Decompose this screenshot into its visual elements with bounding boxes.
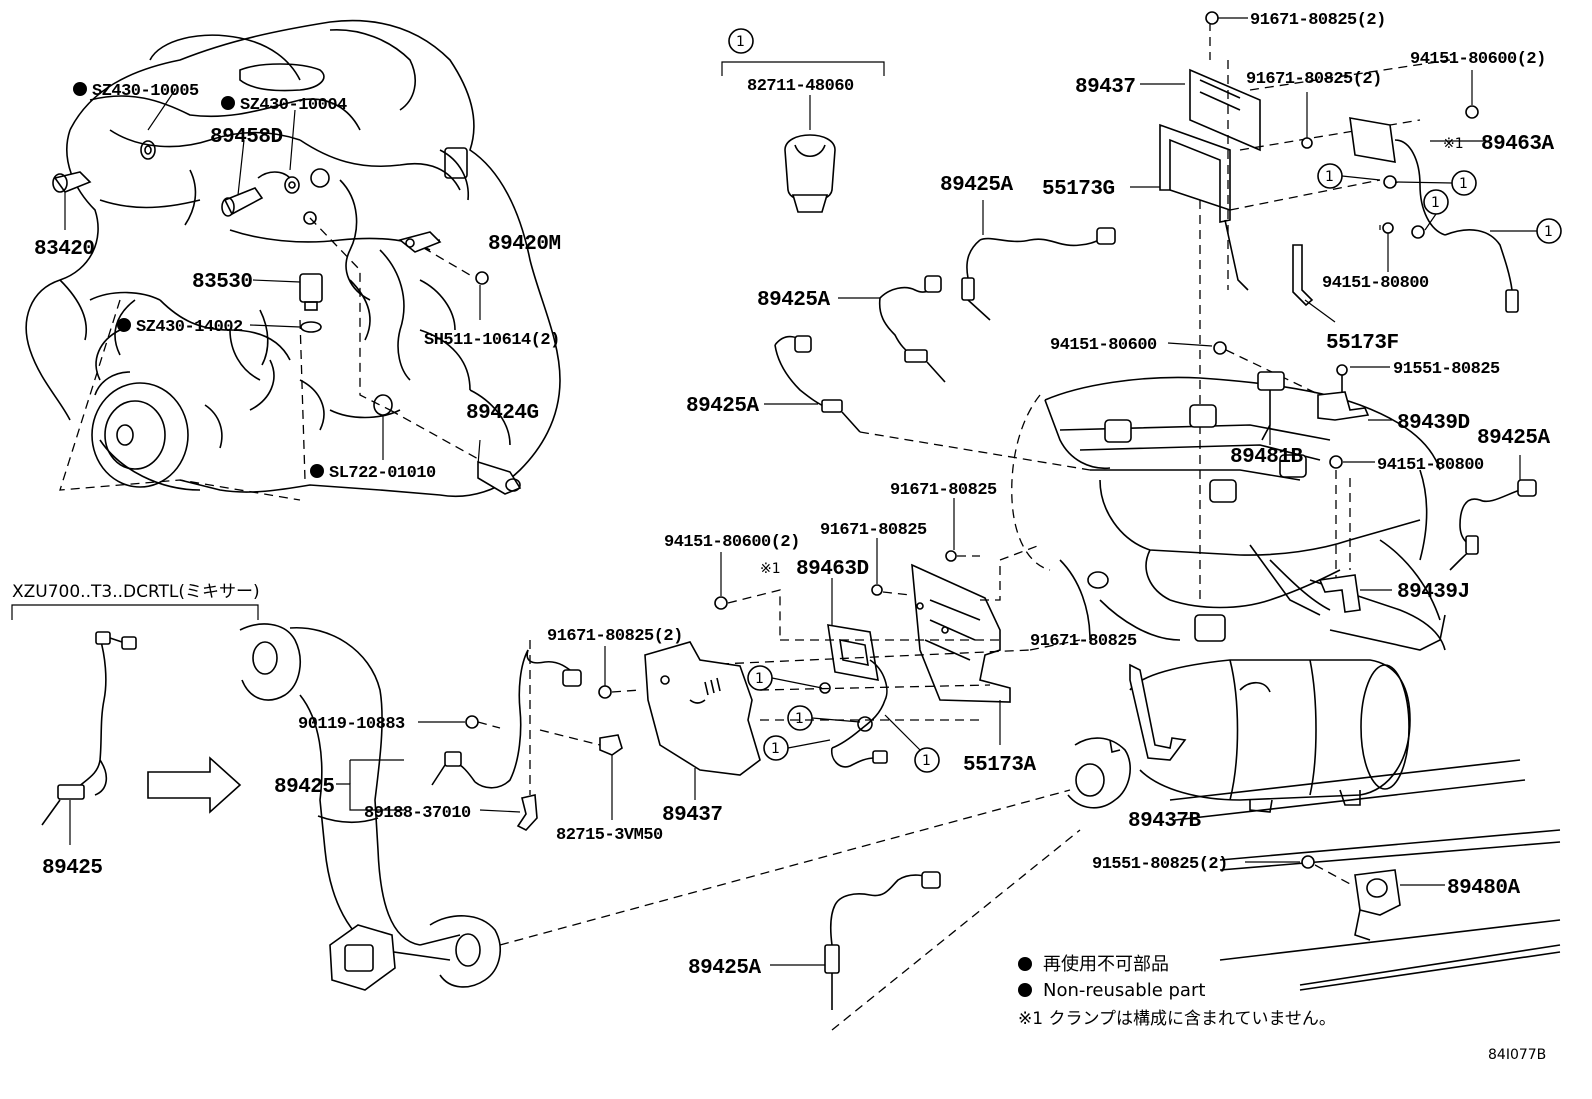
label-91671-80825-mid: 91671-80825 xyxy=(890,481,997,500)
label-91551-80825-2: 91551-80825(2) xyxy=(1092,855,1228,874)
legend-en-nonreuse: Non-reusable part xyxy=(1043,980,1205,1001)
label-note-mark-mid: ※1 xyxy=(760,561,781,577)
label-91671-80825-right: 91671-80825 xyxy=(1030,632,1137,651)
label-83530: 83530 xyxy=(192,271,253,294)
label-sz430-10005: SZ430-10005 xyxy=(92,82,199,101)
label-circle-1: 1 xyxy=(1544,224,1553,240)
label-91671-80825-2-left: 91671-80825(2) xyxy=(547,627,683,646)
label-94151-80600: 94151-80600 xyxy=(1050,336,1157,355)
label-circle-1: 1 xyxy=(922,753,931,769)
right-middle-parts xyxy=(1167,225,1537,941)
label-94151-80600-2: 94151-80600(2) xyxy=(1410,50,1546,69)
label-89437b: 89437B xyxy=(1128,810,1202,833)
label-sh511-10614: SH511-10614(2) xyxy=(424,331,560,350)
label-94151-80600-2-mid: 94151-80600(2) xyxy=(664,533,800,552)
non-reusable-dot xyxy=(73,82,87,96)
exhaust-manifold-illustration xyxy=(1011,376,1561,991)
label-89463d: 89463D xyxy=(796,558,869,581)
label-89425a-lower: 89425A xyxy=(688,957,762,980)
label-circle-1: 1 xyxy=(736,34,745,50)
label-xzu700-variant: XZU700..T3..DCRTL(ミキサー) xyxy=(12,582,260,602)
label-89439j: 89439J xyxy=(1397,581,1470,604)
engine-block-illustration xyxy=(25,19,561,498)
label-circle-1: 1 xyxy=(1431,195,1440,211)
middle-lower-parts xyxy=(336,498,1081,831)
label-91671-80825-2-upper: 91671-80825(2) xyxy=(1246,70,1382,89)
label-sz430-14002: SZ430-14002 xyxy=(136,318,243,337)
label-89188-37010: 89188-37010 xyxy=(364,804,471,823)
label-94151-80800-upper: 94151-80800 xyxy=(1322,274,1429,293)
exhaust-pipe-lower-left xyxy=(11,604,1071,991)
non-reusable-dot xyxy=(221,96,235,110)
legend: 再使用不可部品 Non-reusable part ※1 クランプは構成に含まれ… xyxy=(1018,954,1336,1029)
part-labels: SZ430-10005 SZ430-10004 89458D 83420 894… xyxy=(12,11,1555,980)
label-sl722-01010: SL722-01010 xyxy=(329,464,436,483)
illustration-reference-code: 84I077B xyxy=(1488,1047,1546,1063)
label-89424g: 89424G xyxy=(466,402,539,425)
label-55173a: 55173A xyxy=(963,754,1037,777)
label-90119-10883: 90119-10883 xyxy=(298,715,405,734)
label-89425-mid: 89425 xyxy=(274,776,335,799)
non-reusable-dot xyxy=(117,318,131,332)
label-89480a: 89480A xyxy=(1447,877,1521,900)
non-reusable-dot xyxy=(310,464,324,478)
label-91671-80825-mid2: 91671-80825 xyxy=(820,521,927,540)
bracket-assembly-upper-right xyxy=(1130,11,1562,600)
label-89425a-mid: 89425A xyxy=(757,289,831,312)
label-89463a: 89463A xyxy=(1481,133,1555,156)
label-89458d: 89458D xyxy=(210,126,283,149)
legend-dot-jp xyxy=(1018,957,1032,971)
label-note-mark-upper: ※1 xyxy=(1443,136,1464,152)
label-55173f: 55173F xyxy=(1326,332,1399,355)
sensor-89425A-lower xyxy=(770,829,1081,1031)
label-89425a-top: 89425A xyxy=(940,174,1014,197)
engine-parts xyxy=(52,140,522,495)
engine-leaders xyxy=(59,89,481,501)
label-89425a-right: 89425A xyxy=(1477,427,1551,450)
label-circle-1: 1 xyxy=(771,741,780,757)
legend-jp-nonreuse: 再使用不可部品 xyxy=(1043,954,1169,975)
label-82715-3vm50: 82715-3VM50 xyxy=(556,826,663,845)
legend-dot-en xyxy=(1018,983,1032,997)
label-89425a-left: 89425A xyxy=(686,395,760,418)
label-94151-80800-lower: 94151-80800 xyxy=(1377,456,1484,475)
label-89437-top: 89437 xyxy=(1075,76,1136,99)
label-91551-80825: 91551-80825 xyxy=(1393,360,1500,379)
legend-note-1: ※1 クランプは構成に含まれていません。 xyxy=(1018,1009,1336,1029)
grommet-82711 xyxy=(721,28,885,213)
sensor-89425A-group xyxy=(764,200,1116,471)
label-83420: 83420 xyxy=(34,238,95,261)
label-82711-48060: 82711-48060 xyxy=(747,77,854,96)
label-circle-1: 1 xyxy=(795,711,804,727)
label-89420m: 89420M xyxy=(488,233,561,256)
label-89437-mid: 89437 xyxy=(662,804,723,827)
label-circle-1: 1 xyxy=(755,671,764,687)
label-55173g: 55173G xyxy=(1042,178,1115,201)
label-89425-left: 89425 xyxy=(42,857,103,880)
label-89439d: 89439D xyxy=(1397,412,1470,435)
label-89481b: 89481B xyxy=(1230,446,1304,469)
label-sz430-10004: SZ430-10004 xyxy=(240,96,347,115)
label-91671-80825-2-top: 91671-80825(2) xyxy=(1250,11,1386,30)
label-circle-1: 1 xyxy=(1459,176,1468,192)
label-circle-1: 1 xyxy=(1325,169,1334,185)
